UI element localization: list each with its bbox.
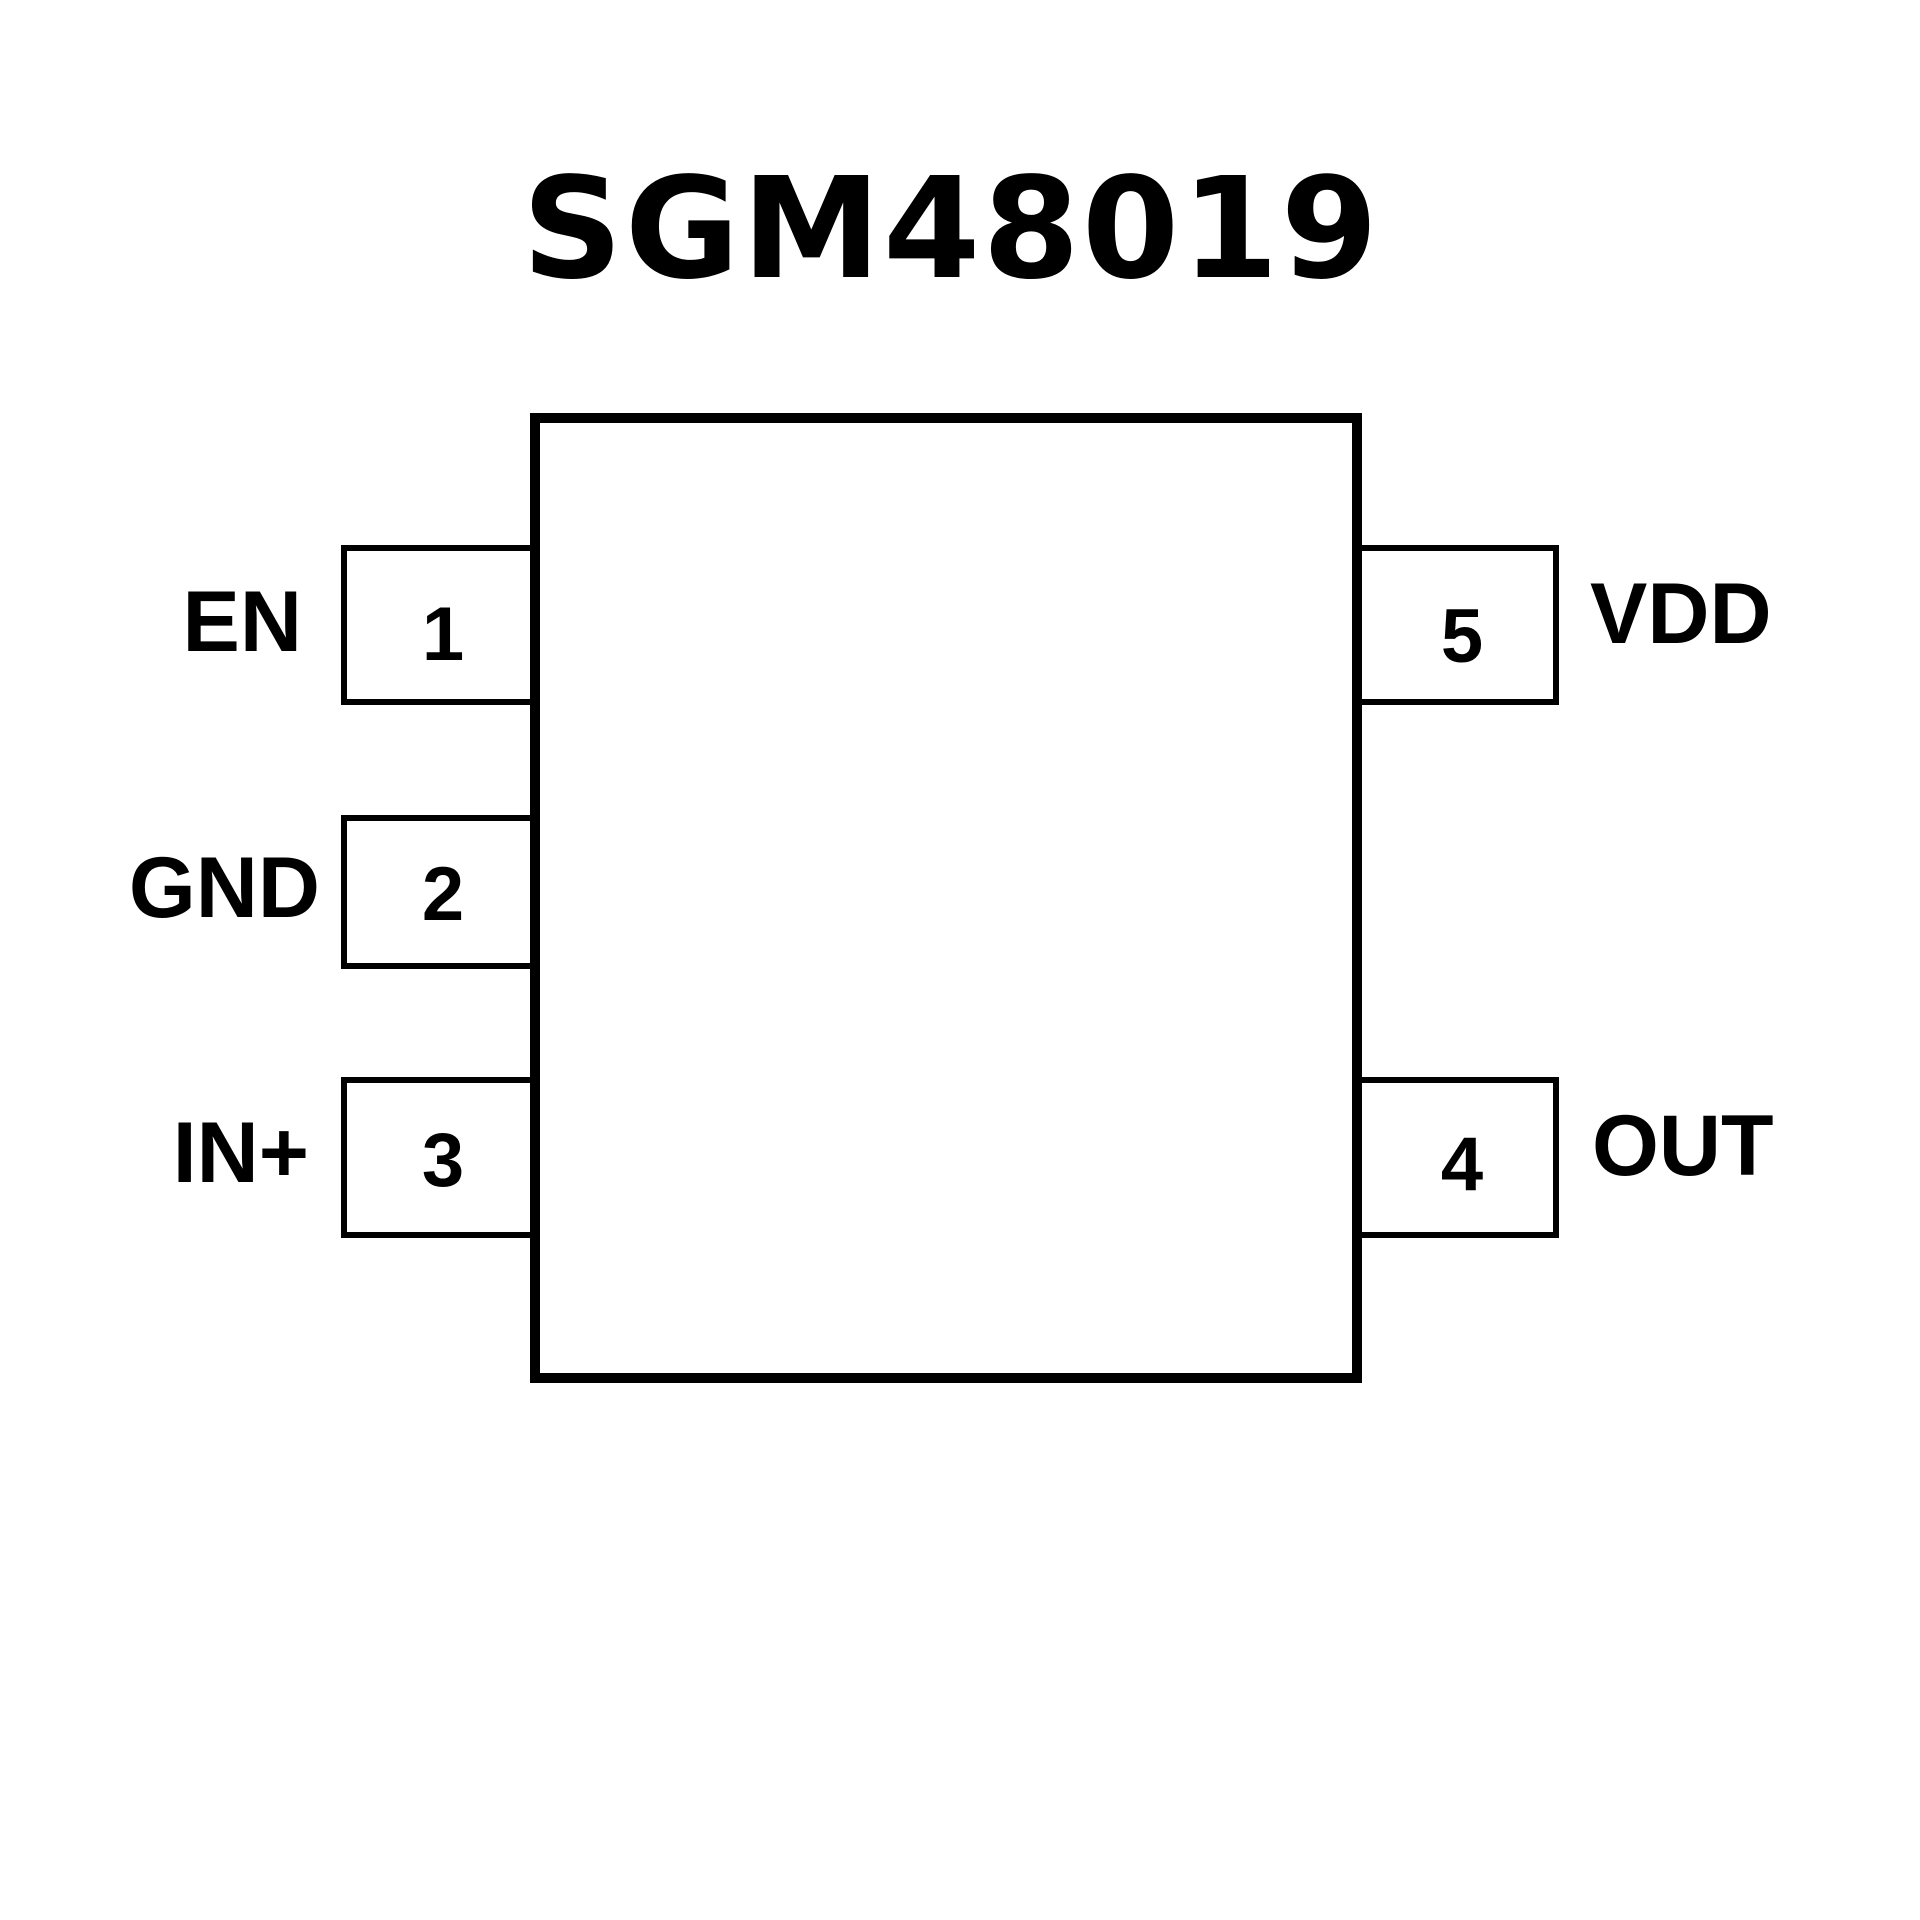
pin-1-number: 1 xyxy=(422,592,464,677)
pin-1-label: EN xyxy=(183,574,302,670)
pin-4-label: OUT xyxy=(1592,1098,1774,1194)
chip-title: SGM48019 xyxy=(522,148,1380,311)
pin-3-label: IN+ xyxy=(173,1105,309,1201)
pin-4-number: 4 xyxy=(1441,1122,1483,1207)
package-body xyxy=(530,413,1362,1383)
pin-5-number: 5 xyxy=(1441,594,1483,679)
pin-2-label: GND xyxy=(129,840,320,936)
pin-3-number: 3 xyxy=(422,1118,464,1203)
pin-2-number: 2 xyxy=(422,852,464,937)
pin-5-label: VDD xyxy=(1590,566,1772,662)
